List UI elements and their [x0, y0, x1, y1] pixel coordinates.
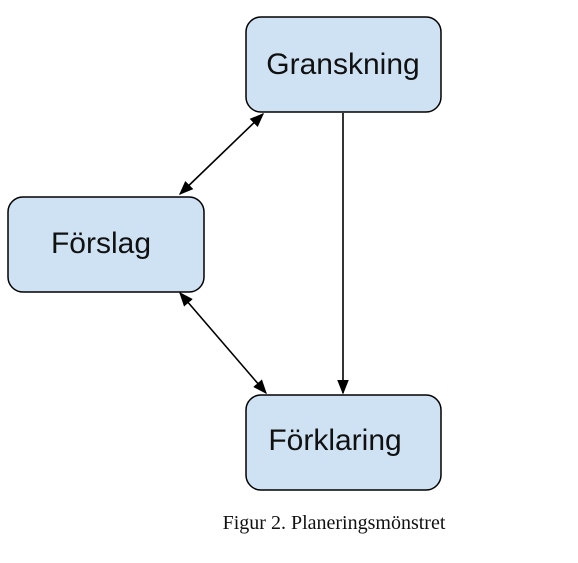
node-forslag-box	[7, 196, 205, 293]
node-granskning-box	[245, 16, 442, 113]
edge-forslag-forklaring	[179, 291, 267, 395]
node-granskning-label: Granskning	[266, 48, 419, 81]
node-forklaring: Förklaring	[245, 394, 442, 491]
node-forklaring-label: Förklaring	[268, 424, 401, 457]
node-forslag-label: Förslag	[51, 227, 151, 260]
edge-granskning-forslag	[178, 113, 265, 195]
node-forslag: Förslag	[7, 196, 205, 293]
figure-caption: Figur 2. Planeringsmönstret	[222, 512, 446, 534]
node-granskning: Granskning	[245, 16, 442, 113]
node-forklaring-box	[245, 394, 442, 491]
